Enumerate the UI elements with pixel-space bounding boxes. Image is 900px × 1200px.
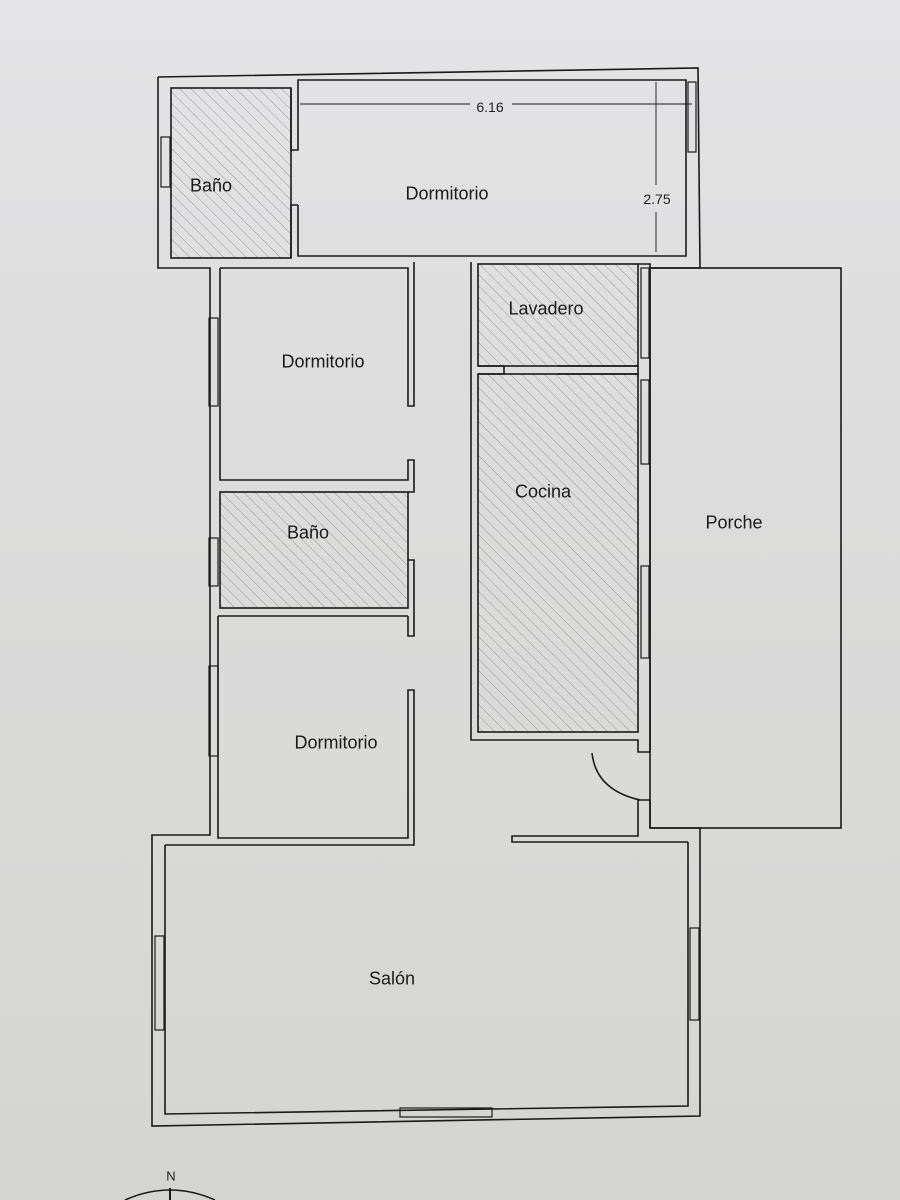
porche-outline bbox=[649, 267, 842, 829]
room-label-dormitorio-3: Dormitorio bbox=[294, 732, 378, 753]
room-label-dormitorio-1: Dormitorio bbox=[405, 183, 489, 204]
window bbox=[160, 136, 171, 188]
cocina-outline bbox=[477, 373, 639, 733]
window bbox=[399, 1107, 493, 1118]
window bbox=[208, 317, 219, 407]
salon-outline bbox=[164, 842, 689, 1115]
compass-north-label: N bbox=[166, 1168, 176, 1184]
window bbox=[208, 665, 219, 757]
window bbox=[640, 267, 650, 359]
room-label-lavadero: Lavadero bbox=[508, 298, 584, 319]
window bbox=[640, 565, 650, 659]
dimension-width: 6.16 bbox=[476, 99, 504, 115]
window bbox=[689, 927, 700, 1021]
dormitorio-3-outline bbox=[165, 615, 415, 846]
room-label-cocina: Cocina bbox=[514, 481, 572, 502]
dormitorio-2-outline bbox=[219, 268, 415, 493]
window bbox=[640, 379, 650, 465]
window bbox=[154, 935, 165, 1031]
dormitorio-1-outline bbox=[297, 79, 687, 257]
room-label-salon: Salón bbox=[368, 968, 416, 989]
bano-2-outline bbox=[219, 491, 409, 609]
window bbox=[687, 81, 697, 153]
dimension-height: 2.75 bbox=[643, 191, 671, 207]
door-swing bbox=[591, 752, 641, 801]
room-label-porche: Porche bbox=[705, 512, 763, 533]
room-label-dormitorio-2: Dormitorio bbox=[281, 351, 365, 372]
lavadero-outline bbox=[477, 263, 639, 367]
window bbox=[208, 537, 219, 587]
bano-1-outline bbox=[170, 87, 292, 259]
room-label-bano-2: Baño bbox=[286, 522, 330, 543]
room-label-bano-1: Baño bbox=[189, 175, 233, 196]
